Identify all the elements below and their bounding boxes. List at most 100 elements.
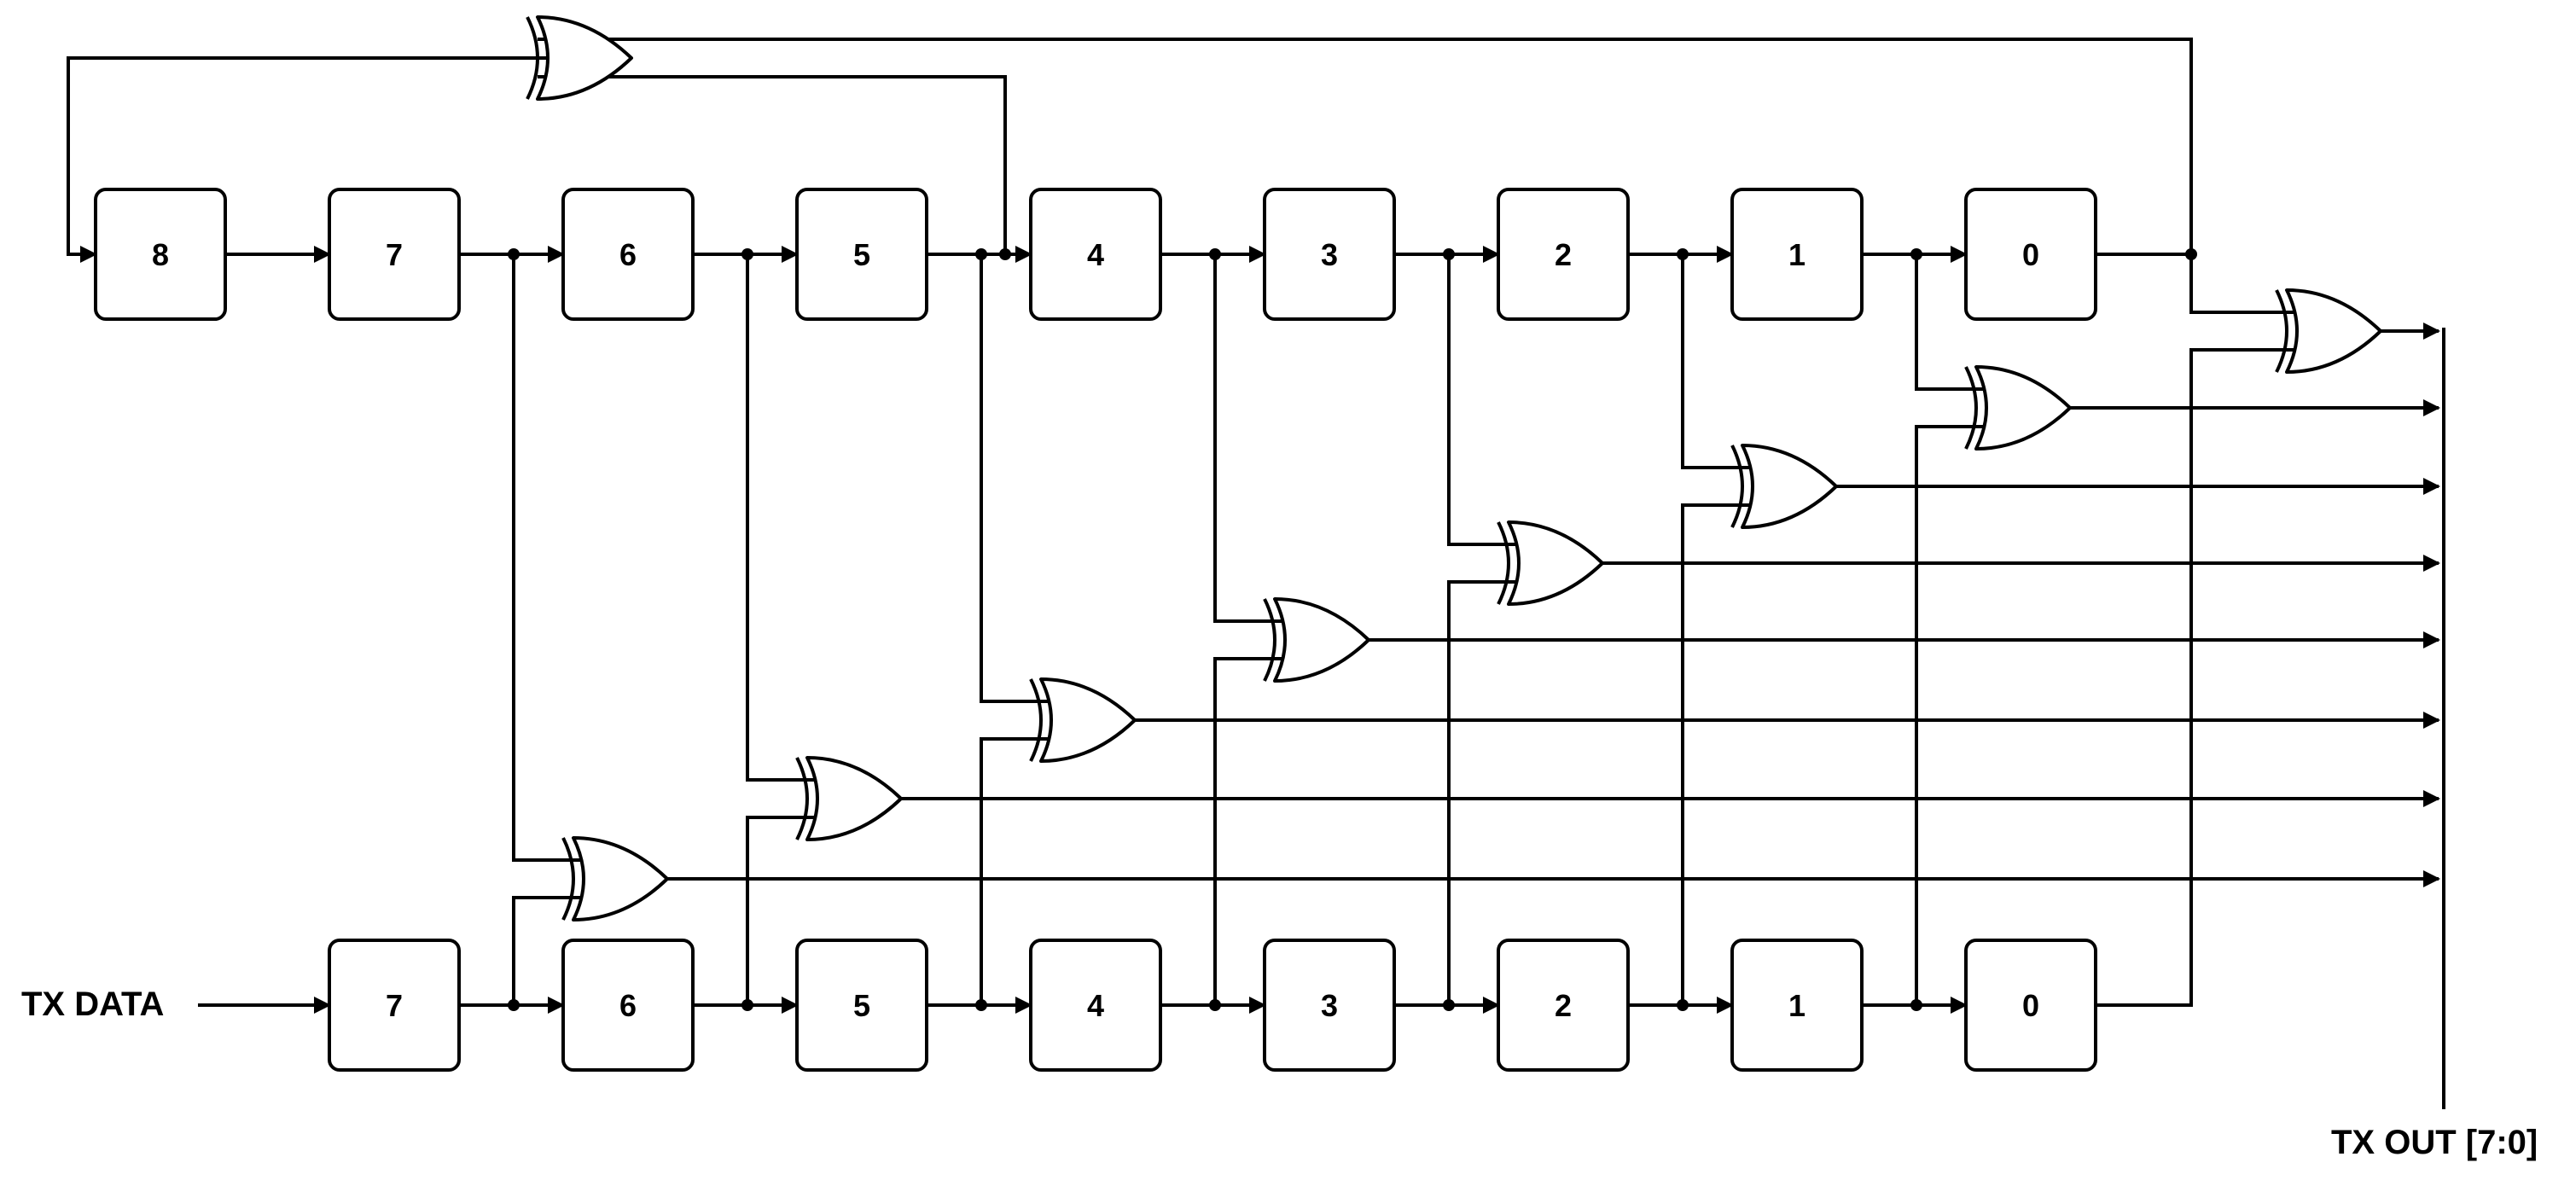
registers: 8 7 6 5 4 3 2 1 0 7 6 5 4 3 2 1 0	[94, 188, 2097, 1072]
xor-gate-body	[2285, 288, 2382, 374]
xor-gate-input-curve	[1263, 598, 1276, 682]
scrambler-register-4: 4	[1029, 188, 1162, 321]
xor-gate-input-curve	[526, 16, 539, 100]
register-label: 1	[1788, 237, 1806, 272]
data-register-1: 1	[1730, 939, 1864, 1072]
register-label: 8	[152, 237, 169, 272]
scrambler-register-3: 3	[1263, 188, 1396, 321]
xor-gate-body	[1974, 365, 2072, 451]
top-tap-wire	[1915, 254, 1983, 391]
junction-dot	[975, 248, 987, 260]
data-register-3: 3	[1263, 939, 1396, 1072]
register-label: 3	[1321, 237, 1338, 272]
junction-dot	[975, 999, 987, 1011]
register-box	[1964, 939, 2097, 1072]
junction-dot	[1910, 999, 1922, 1011]
xor-gate-body	[572, 836, 669, 921]
register-label: 4	[1087, 988, 1104, 1023]
scrambler-register-0: 0	[1964, 188, 2097, 321]
register-label: 1	[1788, 988, 1806, 1023]
data-register-2: 2	[1497, 939, 1630, 1072]
junction-dot	[2185, 248, 2197, 260]
top-tap-wire	[512, 254, 580, 862]
bottom-tap-wire	[1213, 657, 1282, 1005]
register-box	[1730, 939, 1864, 1072]
top-tap-wire	[980, 254, 1048, 703]
register-box	[1497, 939, 1630, 1072]
register-box	[795, 188, 928, 321]
register-label: 6	[619, 237, 637, 272]
output-xor-gate-6	[795, 756, 903, 841]
register-label: 2	[1555, 237, 1572, 272]
top-tap-wire	[1681, 254, 1749, 469]
register-box	[94, 188, 227, 321]
xor-gate-body	[1507, 520, 1604, 606]
register-label: 2	[1555, 988, 1572, 1023]
feedback-wire	[67, 56, 631, 263]
junction-dot	[1677, 999, 1689, 1011]
register-box	[328, 188, 461, 321]
scrambler-register-8: 8	[94, 188, 227, 321]
output-xor-gate-5	[1029, 677, 1137, 763]
bottom-tap-wire	[1915, 425, 1983, 1005]
register-label: 5	[853, 988, 870, 1023]
junctions	[508, 248, 2197, 1011]
register-box	[795, 939, 928, 1072]
output-xor-gate-7	[561, 836, 669, 921]
top-tap-wire	[2189, 254, 2294, 314]
xor-gate-input-curve	[795, 757, 809, 840]
scrambler-register-1: 1	[1730, 188, 1864, 321]
scrambler-register-7: 7	[328, 188, 461, 321]
register-label: 0	[2022, 988, 2039, 1023]
junction-dot	[1209, 999, 1221, 1011]
register-label: 5	[853, 237, 870, 272]
xor-gate-input-curve	[1497, 521, 1510, 605]
scrambler-register-2: 2	[1497, 188, 1630, 321]
xor-gate-body	[1741, 444, 1838, 529]
xor-gates	[526, 15, 2382, 921]
junction-dot	[1443, 999, 1455, 1011]
bottom-tap-wire	[512, 896, 580, 1005]
xor-gate-body	[1039, 677, 1137, 763]
bottom-tap-wire	[2096, 348, 2294, 1007]
bottom-tap-wire	[746, 816, 814, 1005]
scrambler-register-6: 6	[561, 188, 695, 321]
register-box	[328, 939, 461, 1072]
data-register-5: 5	[795, 939, 928, 1072]
output-xor-gate-2	[1730, 444, 1838, 529]
xor-gate-body	[536, 15, 633, 101]
data-register-6: 6	[561, 939, 695, 1072]
feedback-tap-0	[538, 38, 2193, 256]
xor-gate-input-curve	[1964, 366, 1978, 450]
data-register-7: 7	[328, 939, 461, 1072]
xor-gate-input-curve	[1029, 678, 1043, 762]
register-label: 6	[619, 988, 637, 1023]
scrambler-register-5: 5	[795, 188, 928, 321]
output-label: TX OUT [7:0]	[2331, 1124, 2538, 1161]
output-xor-gate-0	[2275, 288, 2382, 374]
register-box	[1263, 188, 1396, 321]
output-xor-gate-3	[1497, 520, 1604, 606]
register-box	[561, 939, 695, 1072]
top-tap-wire	[1447, 254, 1515, 546]
feedback-xor-gate	[526, 15, 633, 101]
input-label: TX DATA	[21, 985, 164, 1023]
bottom-tap-wire	[980, 737, 1048, 1005]
junction-dot	[1443, 248, 1455, 260]
xor-gate-body	[805, 756, 903, 841]
feedback-tap-4	[538, 75, 1007, 254]
bottom-tap-wire	[1681, 503, 1749, 1005]
data-register-0: 0	[1964, 939, 2097, 1072]
bottom-tap-wire	[1447, 580, 1515, 1005]
register-label: 4	[1087, 237, 1104, 272]
top-tap-wire	[746, 254, 814, 782]
junction-dot	[741, 999, 753, 1011]
junction-dot	[1910, 248, 1922, 260]
register-box	[1497, 188, 1630, 321]
data-register-4: 4	[1029, 939, 1162, 1072]
register-box	[1263, 939, 1396, 1072]
output-xor-gate-1	[1964, 365, 2072, 451]
xor-gate-input-curve	[1730, 445, 1744, 528]
register-box	[1964, 188, 2097, 321]
